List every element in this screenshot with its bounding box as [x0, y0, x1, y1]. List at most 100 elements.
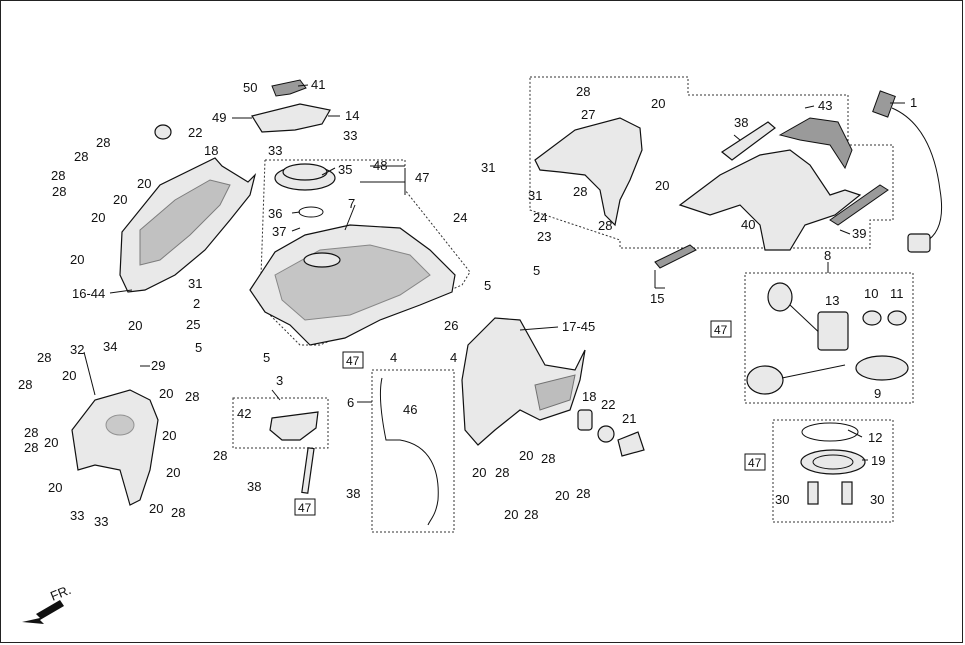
callout-20p: 20: [519, 448, 533, 463]
callout-38b: 38: [247, 479, 261, 494]
callout-20h: 20: [48, 480, 62, 495]
callout-28g: 28: [24, 425, 38, 440]
gasket-12: [801, 422, 859, 442]
pump-lower-arm: [781, 364, 846, 379]
callout-31c: 31: [528, 188, 542, 203]
fuel-tank: [249, 224, 456, 346]
callout-27: 27: [581, 107, 595, 122]
callout-47b: 47: [346, 354, 360, 368]
front-inner-cover: [461, 317, 586, 446]
callout-20f: 20: [62, 368, 76, 383]
front-direction-label: FR.: [48, 582, 73, 604]
callout-28d: 28: [52, 184, 66, 199]
top-panel: [251, 103, 331, 133]
pump-float-top: [767, 282, 793, 312]
boxed-47-labels: 47 47 47 47: [294, 320, 766, 516]
bolt-30-right: [841, 481, 853, 505]
front-inner-cover-panel: [534, 374, 576, 411]
lower-left-cover-hole: [105, 414, 135, 436]
callout-21: 21: [622, 411, 636, 426]
callout-28n: 28: [598, 218, 612, 233]
callout-33a: 33: [343, 128, 357, 143]
callout-33b: 33: [268, 143, 282, 158]
callout-37: 37: [272, 224, 286, 239]
callout-31b: 31: [481, 160, 495, 175]
left-side-cover-inner: [139, 179, 231, 266]
callout-7: 7: [348, 196, 355, 211]
ring-19: [800, 449, 866, 475]
pump-filter: [746, 365, 784, 395]
fuel-hose-1: [891, 107, 943, 243]
bushing-18: [577, 409, 593, 431]
callout-32: 32: [70, 342, 84, 357]
o-ring-10: [862, 310, 882, 326]
callout-28o: 28: [495, 465, 509, 480]
callout-5c: 5: [484, 278, 491, 293]
callout-20a: 20: [137, 176, 151, 191]
callout-9: 9: [874, 386, 881, 401]
hose-connector-bottom: [907, 233, 931, 253]
callout-47e: 47: [748, 456, 762, 470]
callout-11: 11: [890, 286, 904, 301]
callout-13: 13: [825, 293, 839, 308]
grommet-22-top: [154, 124, 172, 140]
callout-47d: 47: [714, 323, 728, 337]
callout-25: 25: [186, 317, 200, 332]
hose-connector-top: [872, 90, 896, 118]
o-ring-11: [887, 310, 907, 326]
bracket-42: [269, 411, 319, 441]
callout-20n: 20: [655, 178, 669, 193]
callout-22b: 22: [601, 397, 615, 412]
callout-35: 35: [338, 162, 352, 177]
side-strip-38: [720, 121, 776, 161]
callout-36: 36: [268, 206, 282, 221]
callout-6: 6: [347, 395, 354, 410]
leader-lines: [83, 84, 905, 461]
callout-41: 41: [311, 77, 325, 92]
assembly-box-fuel-pump: [744, 272, 914, 404]
callout-47c: 47: [298, 501, 312, 515]
side-fin-43: [778, 117, 853, 170]
callout-3: 3: [276, 373, 283, 388]
top-panel-piece: [271, 79, 307, 97]
callout-28i: 28: [185, 389, 199, 404]
callout-47a: 47: [415, 170, 429, 185]
callout-20j: 20: [162, 428, 176, 443]
callout-28a: 28: [96, 135, 110, 150]
callout-33d: 33: [94, 514, 108, 529]
callout-33c: 33: [70, 508, 84, 523]
callout-8: 8: [824, 248, 831, 263]
lower-left-cover: [71, 389, 159, 506]
callout-5a: 5: [195, 340, 202, 355]
callout-38c: 38: [346, 486, 360, 501]
fuel-cap-ring: [282, 163, 328, 181]
callout-46: 46: [403, 402, 417, 417]
callout-31a: 31: [188, 276, 202, 291]
trim-strip-15: [654, 244, 697, 269]
ring-19-inner: [812, 454, 854, 470]
callout-18a: 18: [204, 143, 218, 158]
callout-20r: 20: [504, 507, 518, 522]
callout-43: 43: [818, 98, 832, 113]
callout-20b: 20: [113, 192, 127, 207]
grommet-22-mid: [597, 425, 615, 443]
callout-2: 2: [193, 296, 200, 311]
callout-1: 1: [910, 95, 917, 110]
callout-30b: 30: [870, 492, 884, 507]
callout-20l: 20: [149, 501, 163, 516]
assembly-box-bracket: [232, 397, 329, 449]
callout-20d: 20: [70, 252, 84, 267]
callout-22a: 22: [188, 125, 202, 140]
callout-24a: 24: [453, 210, 467, 225]
pump-body: [817, 311, 849, 351]
callout-28j: 28: [213, 448, 227, 463]
callout-10: 10: [864, 286, 878, 301]
callout-28k: 28: [171, 505, 185, 520]
callout-28c: 28: [51, 168, 65, 183]
callout-20i: 20: [159, 386, 173, 401]
hose-46: [379, 377, 439, 526]
callout-38a: 38: [734, 115, 748, 130]
trim-strip-39: [829, 184, 889, 226]
fuel-tank-opening: [303, 252, 341, 268]
